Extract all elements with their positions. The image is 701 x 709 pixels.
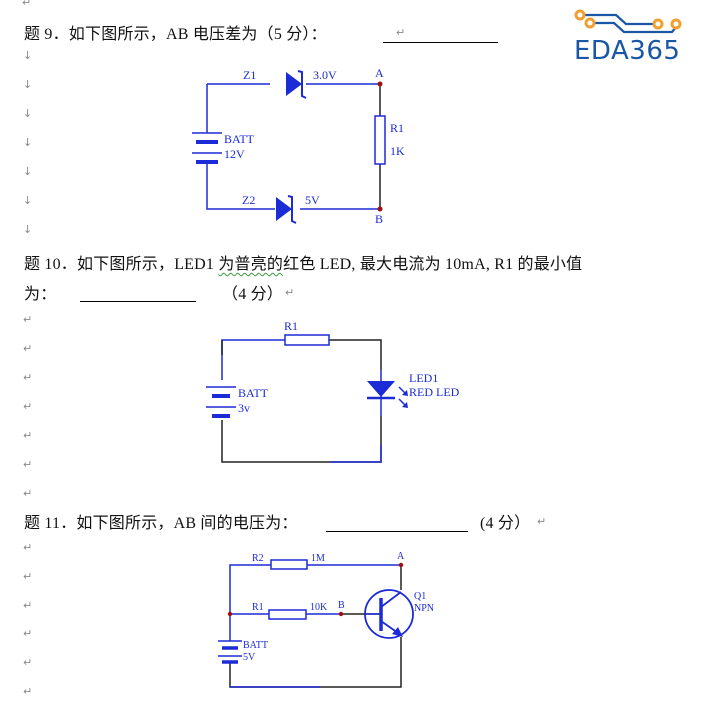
label-z2-value: 5V [305, 193, 320, 207]
node-a-dot [398, 562, 404, 568]
label-node-b: B [375, 212, 383, 226]
label-z1: Z1 [243, 68, 256, 82]
label-led-value: RED LED [409, 385, 460, 399]
battery-symbol [218, 640, 242, 664]
paragraph-mark: ↵ [23, 313, 33, 326]
wires [229, 564, 402, 688]
line-break-mark: ↓ [23, 78, 33, 91]
circuit-diagram-q11: R2 1M A R1 10K B Q1 NPN BATT 5V [218, 551, 434, 688]
question-11-prompt: 题 11．如下图所示，AB 间的电压为： [24, 515, 298, 532]
battery-symbol [206, 386, 236, 418]
label-z1-value: 3.0V [313, 68, 337, 82]
eda365-logo: EDA365 [572, 6, 692, 68]
label-q1-type: NPN [414, 603, 434, 614]
label-r1-value: 10K [310, 602, 328, 613]
paragraph-mark: ↵ [23, 371, 33, 384]
question-10-prompt-line2: 为： [24, 286, 57, 303]
question-10-points: （4 分） [222, 286, 284, 303]
answer-blank-q10[interactable] [80, 285, 196, 302]
node-b-dot [338, 611, 344, 617]
paragraph-mark: ↵ [23, 685, 33, 698]
question-9-prompt: 题 9．如下图所示，AB 电压差为（5 分）： [24, 26, 327, 43]
label-batt: BATT [224, 132, 255, 146]
question-11-text: 题 11．如下图所示，AB 间的电压为： [24, 509, 298, 533]
line-break-mark: ↓ [23, 165, 33, 178]
circuit-trace-icon [574, 9, 682, 34]
label-batt: BATT [243, 640, 268, 651]
resistor-r1 [374, 115, 386, 165]
label-z2: Z2 [242, 193, 255, 207]
node-a-dot [377, 81, 383, 87]
question-10-line-1: 题 10．如下图所示，LED1 为普亮的红色 LED, 最大电流为 10mA, … [24, 250, 582, 274]
node-b-dot [377, 206, 383, 212]
line-break-mark: ↓ [23, 49, 33, 62]
label-node-a: A [397, 551, 405, 562]
question-11-points: (4 分） [480, 515, 531, 532]
paragraph-mark: ↵ [285, 286, 295, 299]
circuit-diagram-q10: R1 LED1 RED LED BATT 3v [206, 319, 460, 463]
label-batt-value: 5V [243, 652, 256, 663]
label-batt-value: 3v [238, 401, 250, 415]
label-led1: LED1 [409, 371, 438, 385]
paragraph-mark: ↵ [23, 599, 33, 612]
label-q1: Q1 [414, 591, 426, 602]
paragraph-mark: ↵ [23, 429, 33, 442]
paragraph-mark: ↵ [23, 570, 33, 583]
question-10-prompt-post: 红色 LED, 最大电流为 10mA, R1 的最小值 [283, 256, 583, 273]
line-break-mark: ↓ [23, 223, 33, 236]
paragraph-mark: ↵ [23, 400, 33, 413]
label-r1: R1 [390, 121, 404, 135]
label-r1-value: 1K [390, 144, 405, 158]
npn-transistor-q1 [364, 589, 414, 639]
label-r2-value: 1M [311, 553, 325, 564]
label-node-a: A [375, 66, 384, 80]
label-batt: BATT [238, 386, 269, 400]
paragraph-mark: ↵ [22, 0, 32, 9]
label-node-b: B [338, 600, 345, 611]
paragraph-mark: ↵ [23, 541, 33, 554]
paragraph-mark: ↵ [23, 487, 33, 500]
question-9-text: 题 9．如下图所示，AB 电压差为（5 分）： [24, 20, 327, 44]
resistor-r2 [270, 559, 308, 570]
zener-diode-z2 [276, 195, 297, 224]
spelling-squiggle-text: 为普亮的 [218, 256, 284, 273]
paragraph-mark: ↵ [23, 627, 33, 640]
answer-blank-q9[interactable] [383, 26, 498, 43]
resistor-r1 [268, 609, 307, 620]
label-r1: R1 [284, 319, 298, 333]
zener-diode-z1 [286, 70, 307, 99]
label-batt-value: 12V [224, 147, 245, 161]
answer-blank-q11[interactable] [326, 515, 468, 532]
line-break-mark: ↓ [23, 194, 33, 207]
label-r2: R2 [252, 553, 264, 564]
circuit-diagram-q9: Z1 3.0V A BATT 12V R1 1K Z2 5V B [192, 66, 405, 226]
resistor-r1 [284, 334, 330, 346]
wires [221, 339, 382, 463]
line-break-mark: ↓ [23, 136, 33, 149]
logo-text: EDA365 [574, 36, 681, 66]
paragraph-mark: ↵ [23, 342, 33, 355]
paragraph-mark: ↵ [396, 26, 406, 39]
paragraph-mark: ↵ [537, 515, 547, 528]
paragraph-mark: ↵ [23, 458, 33, 471]
line-break-mark: ↓ [23, 107, 33, 120]
question-10-prompt-pre: 题 10．如下图所示，LED1 [24, 256, 219, 273]
led-symbol [367, 381, 408, 408]
wires [206, 83, 381, 210]
paragraph-mark: ↵ [23, 656, 33, 669]
question-10-line-2: 为： [24, 280, 56, 304]
junction-dot [227, 611, 233, 617]
label-r1: R1 [252, 602, 264, 613]
battery-symbol [192, 132, 222, 164]
